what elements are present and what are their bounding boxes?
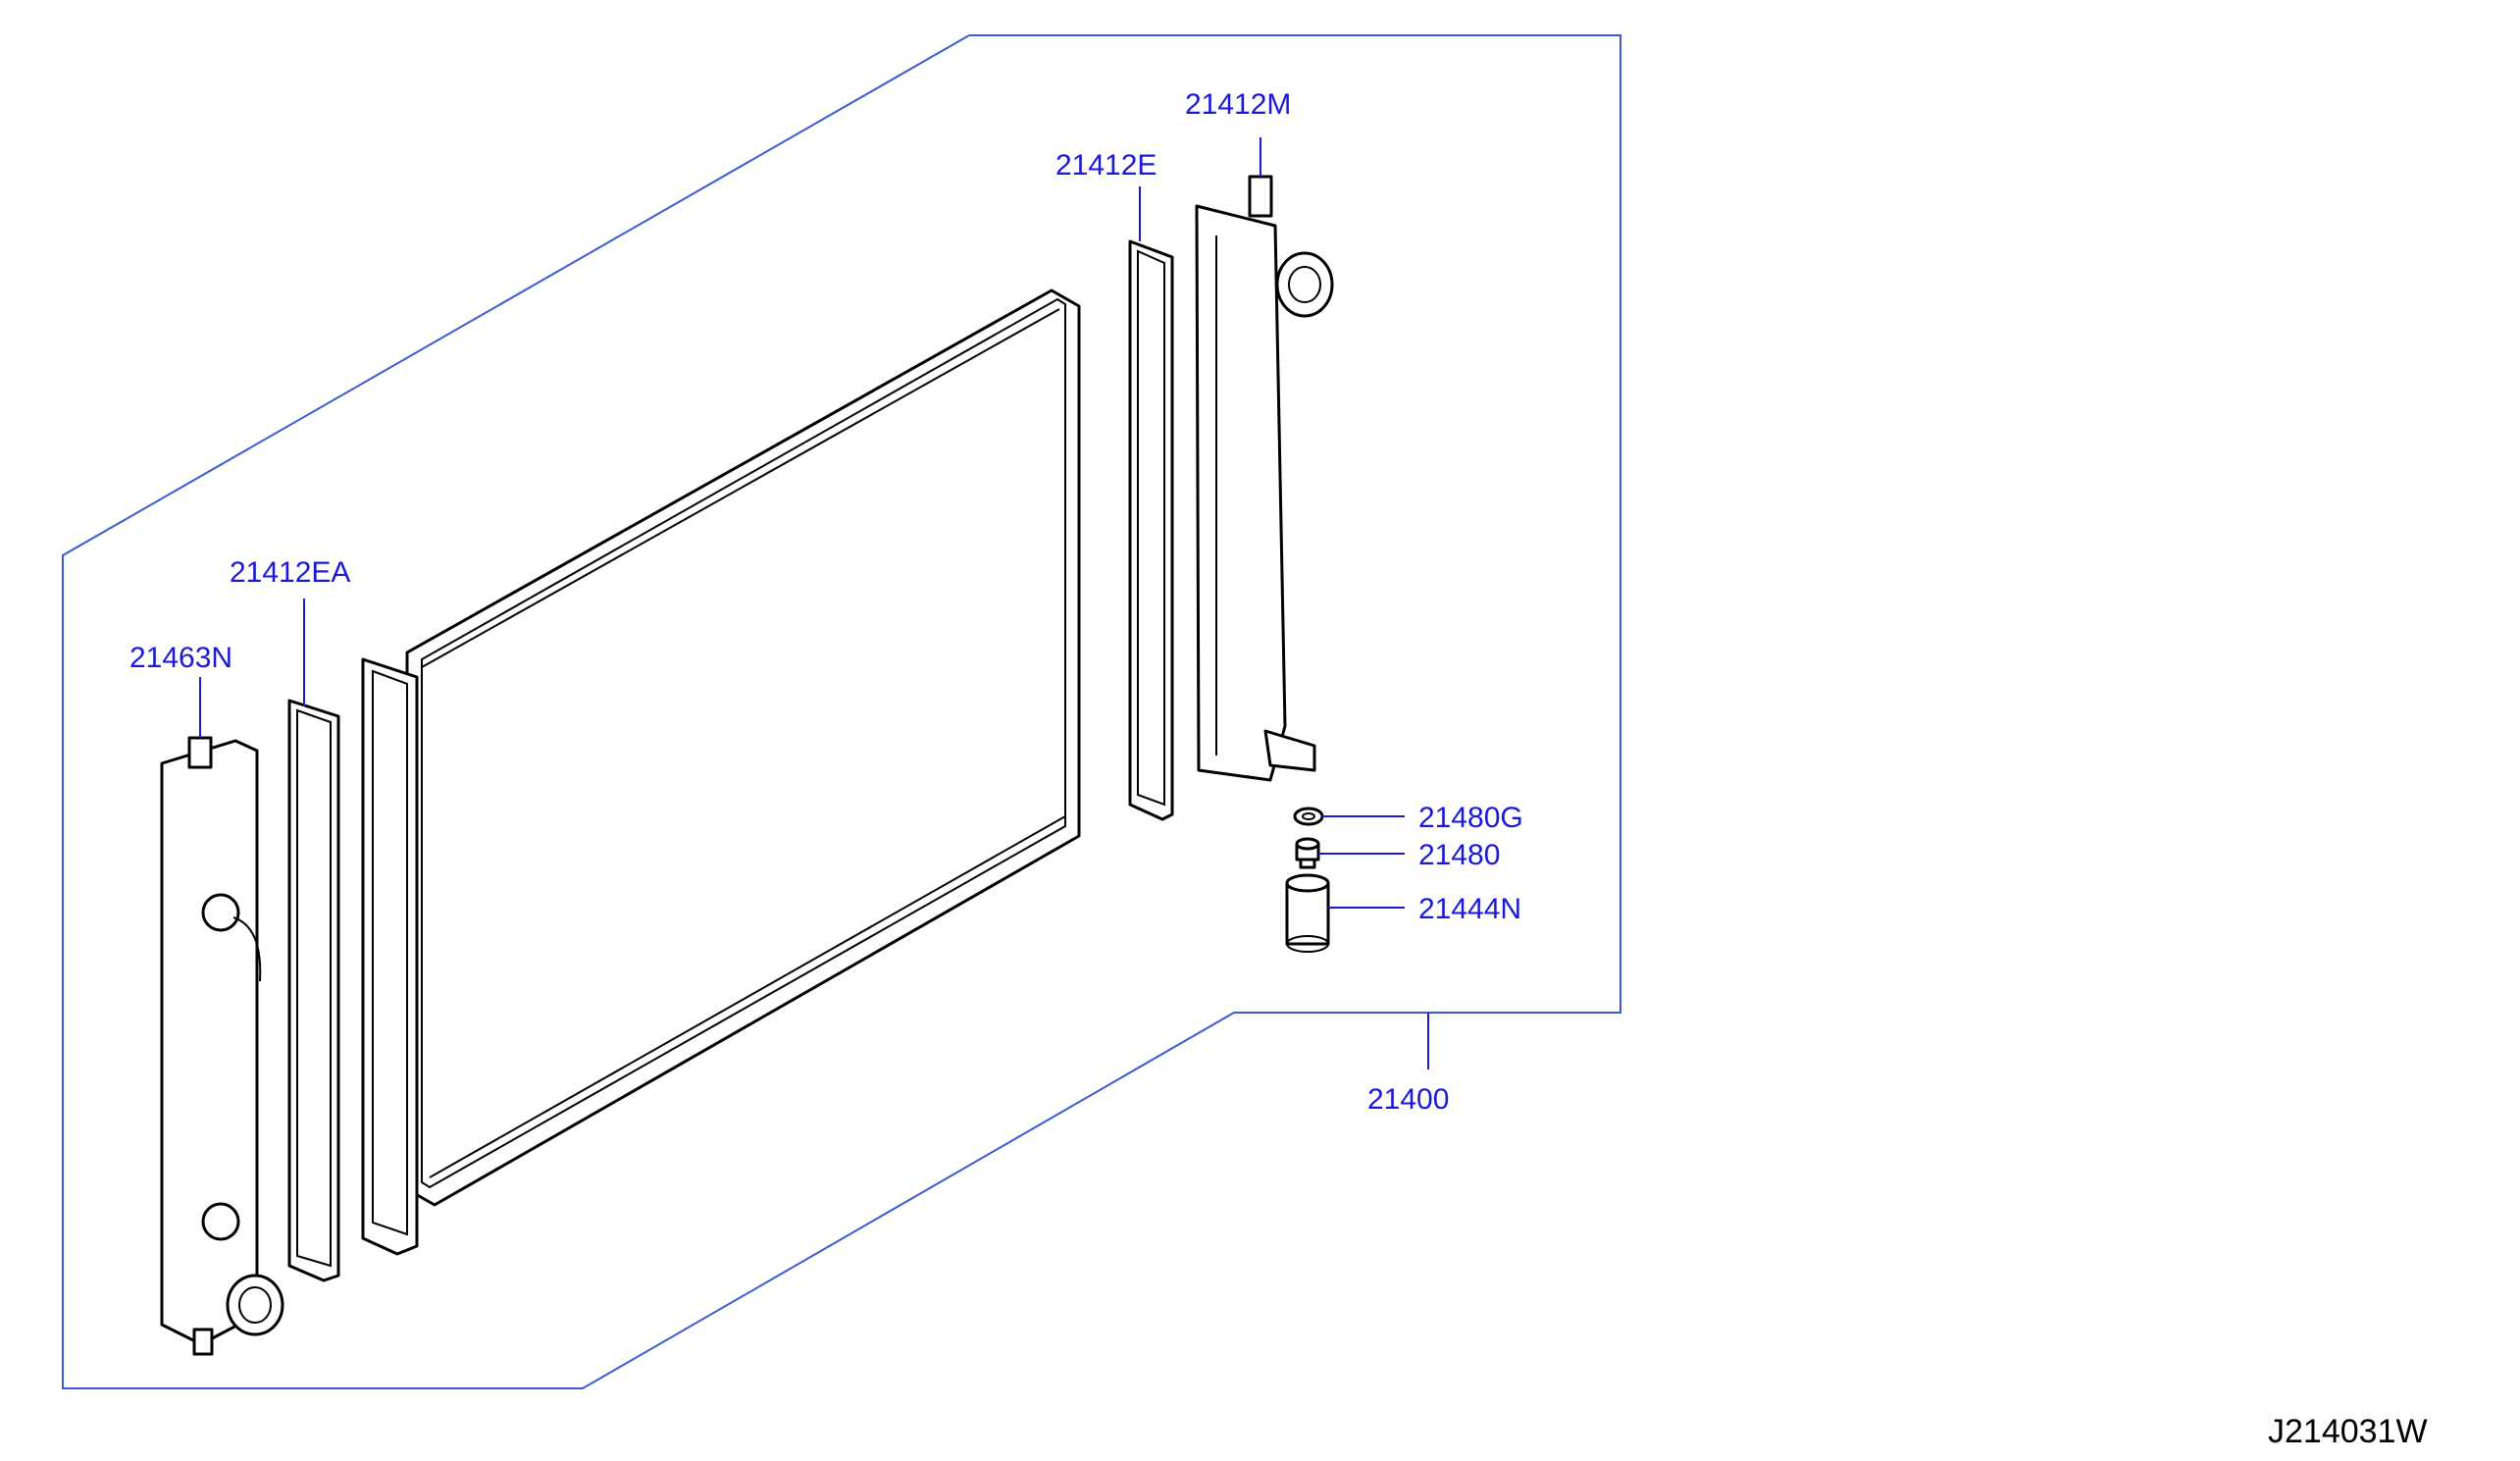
drain-plug xyxy=(1295,837,1320,869)
label-gasket-right: 21412E xyxy=(1055,149,1157,182)
left-tank xyxy=(160,689,284,1356)
right-gasket xyxy=(1128,239,1174,821)
label-hose: 21444N xyxy=(1418,893,1521,925)
left-gasket xyxy=(287,699,340,1282)
left-core-frame xyxy=(361,657,419,1256)
label-tank-right: 21412M xyxy=(1185,88,1291,121)
label-drain-washer: 21480G xyxy=(1418,802,1523,834)
right-tank xyxy=(1195,147,1334,782)
radiator-core xyxy=(405,288,1081,1207)
hose xyxy=(1285,873,1330,953)
label-assembly: 21400 xyxy=(1367,1083,1449,1116)
diagram-id: J214031W xyxy=(2268,1413,2428,1450)
assembly-frame xyxy=(62,34,1621,1389)
drain-washer xyxy=(1293,807,1324,826)
label-gasket-left: 21412EA xyxy=(230,556,350,589)
label-tank-left: 21463N xyxy=(129,642,232,674)
label-drain-plug: 21480 xyxy=(1418,839,1500,871)
